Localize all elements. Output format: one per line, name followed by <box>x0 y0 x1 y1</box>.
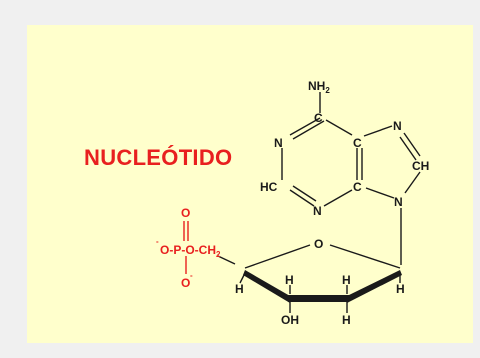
atom-n9: N <box>394 195 403 209</box>
purine-bonds <box>281 92 421 265</box>
bond-c4-n9 <box>365 187 395 199</box>
atom-oh: OH <box>281 313 299 327</box>
sugar-bonds <box>217 244 401 313</box>
charge-left: - <box>156 237 159 246</box>
bond-c6-n1-double <box>292 120 325 140</box>
diagram-panel <box>27 25 473 343</box>
atom-h-c2prime: H <box>342 273 351 287</box>
atom-c2: HC <box>260 180 278 194</box>
wedge-left <box>243 270 290 303</box>
atom-n1: N <box>274 136 283 150</box>
atom-phosphate-o-bottom: O <box>181 276 190 290</box>
bond-c2-n3 <box>289 189 315 207</box>
atom-amine: NH2 <box>308 79 330 95</box>
bond-o-c1prime <box>329 244 401 269</box>
bond-c4prime-c5prime <box>217 255 236 265</box>
bond-o-c4prime <box>244 244 311 269</box>
atom-n3: N <box>313 204 322 218</box>
atom-c6: C <box>314 111 323 125</box>
bond-n7-c8 <box>403 132 421 157</box>
bold-bond-c2-c3 <box>288 295 349 302</box>
diagram-title: NUCLEÓTIDO <box>84 145 233 170</box>
bond-c2-n3-double <box>292 185 317 202</box>
atom-ch8: CH <box>412 159 429 173</box>
atom-n7: N <box>393 119 402 133</box>
bond-n3-c4 <box>323 189 353 207</box>
charge-bottom: - <box>190 271 193 280</box>
atom-h-c1prime: H <box>396 282 405 296</box>
atom-c5: C <box>353 136 362 150</box>
bond-c6-n1 <box>289 117 321 136</box>
bond-n7-c8-double <box>399 136 417 161</box>
bond-c6-c5 <box>325 119 353 136</box>
phosphate-chain: O-P-O-CH2 <box>160 243 221 259</box>
atom-c4: C <box>353 180 362 194</box>
bond-c8-n9 <box>404 171 421 194</box>
phosphate-bonds <box>183 221 189 274</box>
bond-c5-n7 <box>363 125 393 137</box>
atom-phosphate-o-top: O <box>181 206 190 220</box>
wedge-right <box>347 270 402 303</box>
atom-h-c4prime: H <box>235 282 244 296</box>
atom-sugar-o: O <box>314 237 323 251</box>
atom-h-c2prime-low: H <box>342 313 351 327</box>
atom-h-c3prime: H <box>285 273 294 287</box>
